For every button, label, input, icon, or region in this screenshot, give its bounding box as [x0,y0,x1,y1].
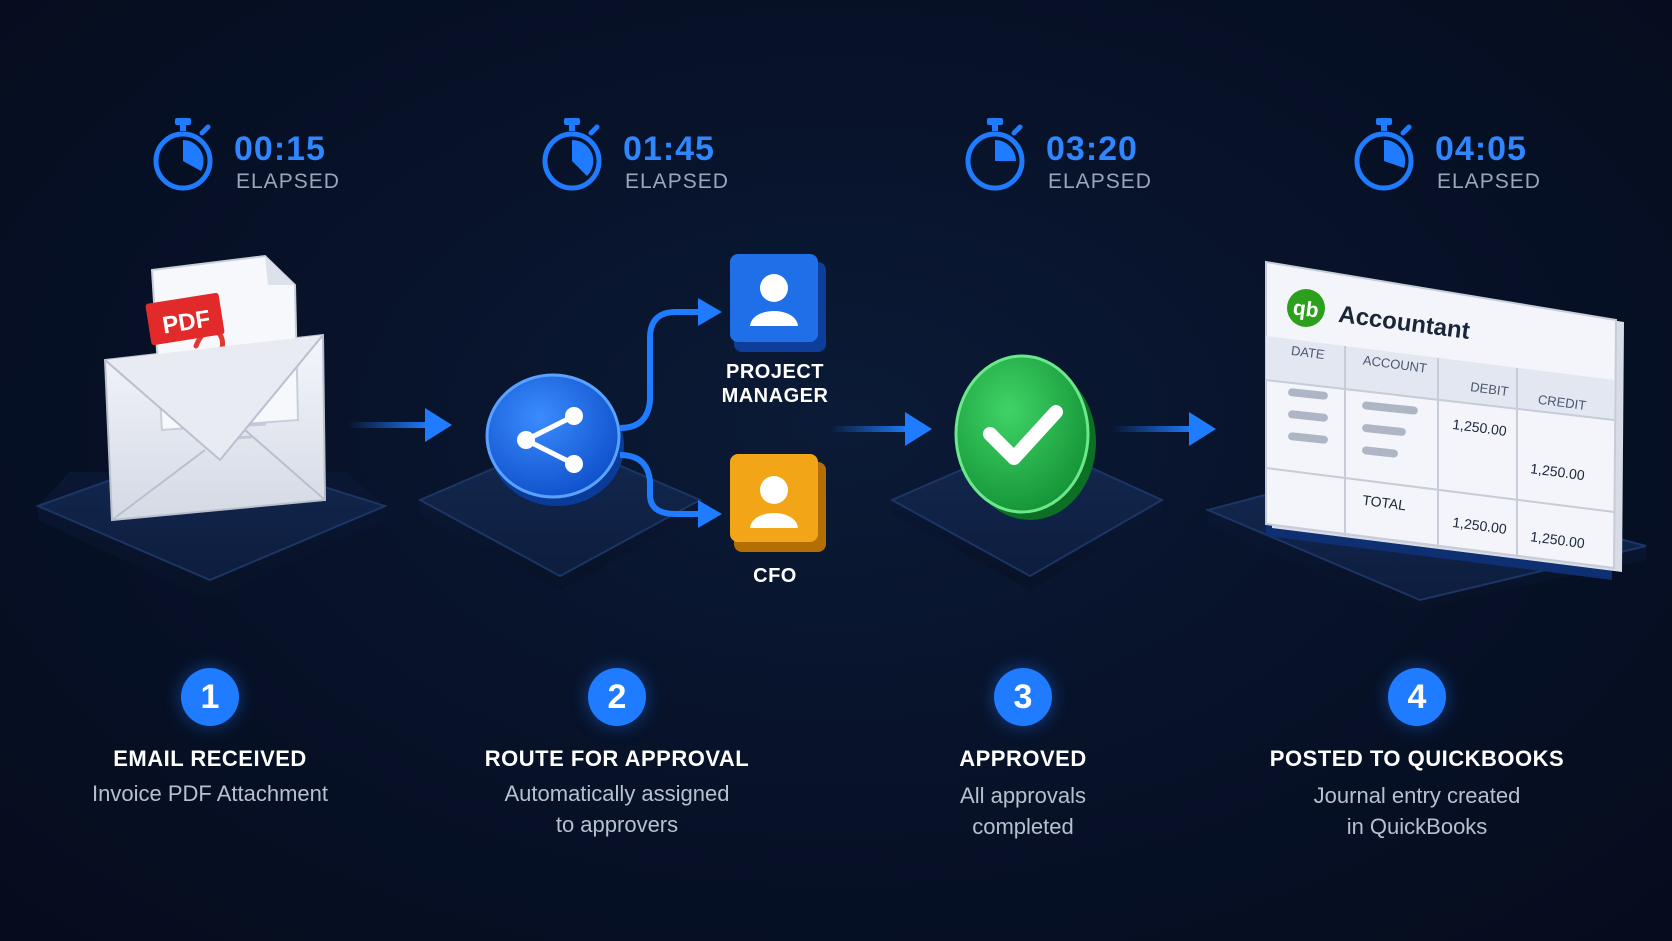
project-manager-icon [730,254,826,352]
arrow-icon [1112,412,1216,446]
share-node-icon [485,373,624,506]
ledger-total-credit: 1,250.00 [1530,528,1586,551]
cfo-icon [730,454,826,552]
step-desc-2: Automatically assigned to approvers [504,781,730,837]
timer-time: 01:45 [623,130,715,168]
step-desc-3: All approvals completed [960,783,1086,839]
quickbooks-logo-icon: qb [1292,296,1320,322]
check-icon [954,354,1096,520]
ledger-credit-value: 1,250.00 [1530,460,1586,483]
timer-label: ELAPSED [625,170,729,193]
step-title-3: APPROVED [959,746,1087,771]
step-number-1: 1 [181,668,239,726]
arrow-icon [830,412,932,446]
stopwatch-icon [965,118,1025,191]
ledger-panel [1265,260,1624,580]
envelope-pdf-icon [103,254,327,522]
timer-label: ELAPSED [1048,170,1152,193]
timer-time: 00:15 [234,130,326,168]
step-title-2: ROUTE FOR APPROVAL [484,746,750,771]
timer-time: 03:20 [1046,130,1138,168]
stopwatch-icon [153,118,213,191]
arrow-icon [348,408,452,442]
timer-time: 04:05 [1435,130,1527,168]
step-number-4: 4 [1388,668,1446,726]
ledger-debit-value: 1,250.00 [1452,416,1508,439]
approver-label-cfo: CFO [753,565,797,587]
step-title-4: POSTED TO QUICKBOOKS [1269,746,1565,771]
step-number-3: 3 [994,668,1052,726]
step-desc-4: Journal entry created in QuickBooks [1313,783,1521,839]
stopwatch-icon [542,118,602,191]
ledger-total-label: TOTAL [1362,492,1408,514]
timer-label: ELAPSED [1437,170,1541,193]
ledger-header-date: DATE [1290,343,1326,362]
step-title-1: EMAIL RECEIVED [113,746,307,771]
stopwatch-icon [1354,118,1414,191]
timer-label: ELAPSED [236,170,340,193]
ledger-header-debit: DEBIT [1469,379,1509,399]
ledger-total-debit: 1,250.00 [1452,514,1508,537]
step-number-2: 2 [588,668,646,726]
ledger-header-credit: CREDIT [1537,392,1587,413]
approver-label-project-manager: PROJECT MANAGER [721,361,829,407]
branch-arrows [619,298,722,528]
step-desc-1: Invoice PDF Attachment [92,781,328,806]
